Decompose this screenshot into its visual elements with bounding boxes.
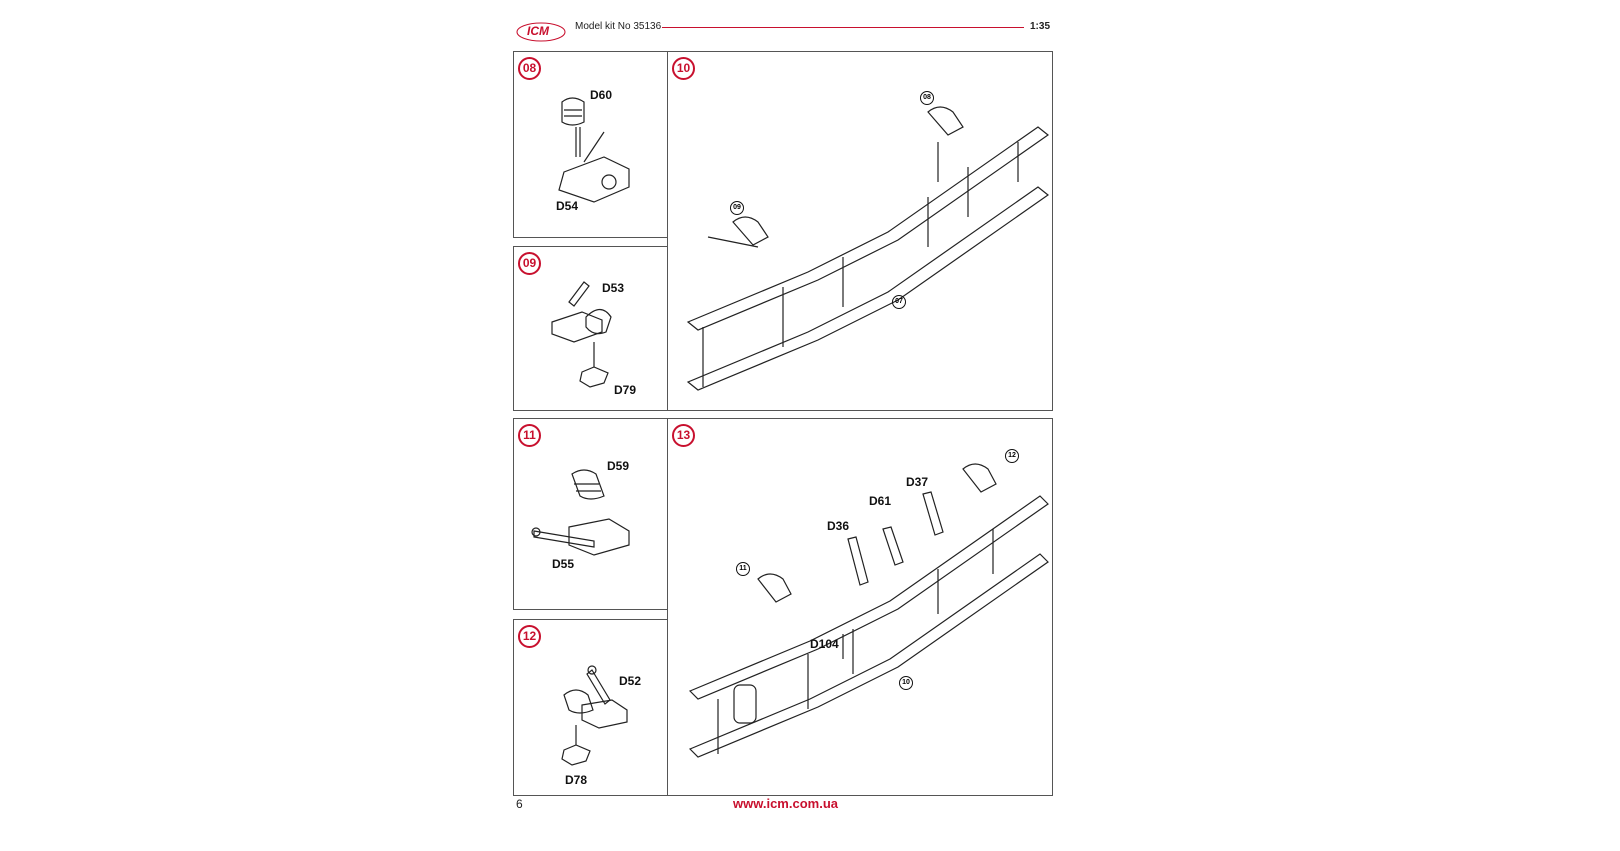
step-08-panel: 08 D60 D54 (513, 51, 668, 238)
part-label: D52 (619, 674, 642, 688)
ref-step-09: 09 (730, 201, 744, 215)
step-12-panel: 12 D52 D78 (513, 619, 668, 796)
chassis-frame-drawing (688, 463, 1049, 758)
step-number: 13 (672, 424, 695, 447)
suspension-drawing (551, 281, 612, 388)
part-label: D59 (607, 459, 630, 473)
ref-step-08: 08 (920, 91, 934, 105)
kit-number: Model kit No 35136 (575, 21, 662, 32)
step-11-panel: 11 D59 D55 (513, 418, 668, 610)
ref-step-07: 07 (892, 295, 906, 309)
header-rule (662, 27, 1024, 28)
step-number: 08 (518, 57, 541, 80)
svg-text:ICM: ICM (527, 24, 550, 38)
ref-step-10: 10 (899, 676, 913, 690)
ref-step-12: 12 (1005, 449, 1019, 463)
part-label: D79 (614, 383, 637, 397)
part-label: D60 (590, 88, 613, 102)
part-label: D53 (602, 281, 625, 295)
step-number: 12 (518, 625, 541, 648)
part-label: D55 (552, 557, 575, 571)
step-09-panel: 09 D53 D79 (513, 246, 668, 411)
part-label: D54 (556, 199, 579, 213)
part-label: D104 (810, 637, 839, 651)
part-label: D36 (827, 519, 850, 533)
page-number: 6 (516, 797, 523, 811)
icm-logo: ICM (515, 18, 567, 46)
scale-label: 1:35 (1030, 21, 1051, 32)
suspension-drawing (561, 665, 628, 766)
website-link[interactable]: www.icm.com.ua (733, 796, 838, 811)
chassis-frame-drawing (686, 106, 1050, 391)
suspension-drawing (531, 469, 630, 556)
step-10-panel: 10 08 09 07 (667, 51, 1053, 411)
part-label: D37 (906, 475, 929, 489)
step-number: 11 (518, 424, 541, 447)
part-label: D61 (869, 494, 892, 508)
ref-step-11: 11 (736, 562, 750, 576)
part-label: D78 (565, 773, 588, 787)
logo-icon: ICM (516, 22, 566, 42)
step-number: 09 (518, 252, 541, 275)
suspension-drawing (558, 97, 630, 203)
step-13-panel: 13 D36 D61 D37 D104 11 12 10 (667, 418, 1053, 796)
step-number: 10 (672, 57, 695, 80)
